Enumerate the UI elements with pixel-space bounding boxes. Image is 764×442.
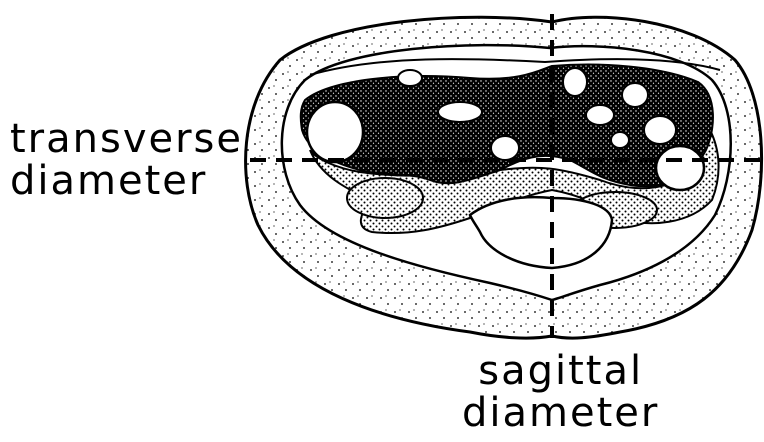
loop-7	[644, 116, 676, 144]
loop-4	[563, 68, 587, 96]
kidney-left	[347, 178, 423, 218]
loop-3	[491, 136, 519, 160]
transverse-label-line2: diameter	[10, 160, 243, 202]
loop-1	[398, 70, 422, 86]
colon-right	[656, 146, 704, 190]
sagittal-label-line2: diameter	[462, 392, 659, 434]
transverse-diameter-label: transverse diameter	[10, 118, 243, 202]
loop-2	[438, 102, 482, 122]
loop-6	[622, 83, 648, 107]
loop-5	[586, 105, 614, 125]
transverse-label-line1: transverse	[10, 118, 243, 160]
colon-left	[307, 102, 363, 162]
sagittal-diameter-label: sagittal diameter	[462, 350, 659, 434]
loop-8	[611, 132, 629, 148]
sagittal-label-line1: sagittal	[462, 350, 659, 392]
